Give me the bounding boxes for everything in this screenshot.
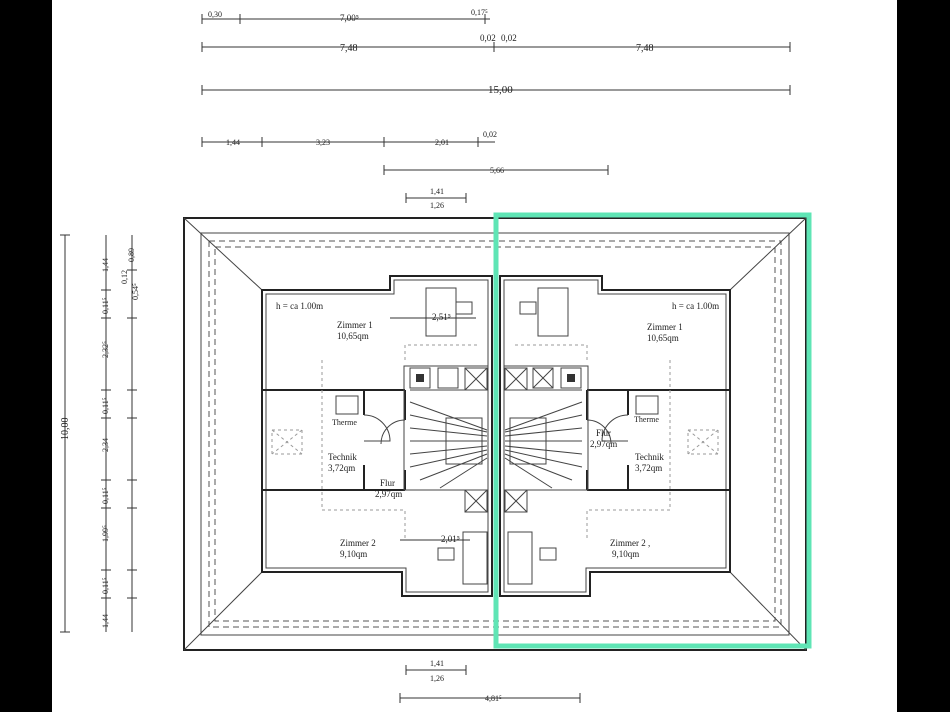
staircase xyxy=(403,365,589,513)
dim-top3: 15,00 xyxy=(488,84,513,96)
dim-left-f: 0,11⁵ xyxy=(101,487,110,504)
dim-top2-a: 7,48 xyxy=(340,43,358,54)
dim-top6-a: 1,41 xyxy=(430,187,444,196)
left-dimension-lines: 10,00 1,44 0,11⁵ 2,32⁵ 0,11⁵ 2,34 0,11⁵ … xyxy=(60,234,140,633)
room-therme-left: Therme xyxy=(332,418,357,427)
room-zimmer2-right-area: 9,10qm xyxy=(612,549,639,559)
dim-left2-a: 0,89 xyxy=(127,248,136,262)
dim-top4-c: 2,01 xyxy=(435,138,449,147)
dim-left-a: 1,44 xyxy=(101,258,110,272)
dim-left-b: 0,11⁵ xyxy=(101,297,110,314)
dim-left2-b: 0,12 xyxy=(120,270,129,284)
dim-left-e: 2,34 xyxy=(101,438,110,452)
dim-top4-a: 1,44 xyxy=(226,138,240,147)
room-technik-right-area: 3,72qm xyxy=(635,463,662,473)
top-dimension-lines: 0,30 7,00⁵ 0,17⁵ 7,48 0,02 0,02 7,48 15,… xyxy=(201,8,791,210)
room-flur-right-area: 2,97qm xyxy=(590,439,617,449)
dim-top6-b: 1,26 xyxy=(430,201,444,210)
room-zimmer1-right-area: 10,65qm xyxy=(647,333,679,343)
dim-left-g: 1,99⁵ xyxy=(101,525,110,542)
dim-top1-a: 0,30 xyxy=(208,10,222,19)
highlight-box xyxy=(493,212,812,649)
dim-left-c: 2,32⁵ xyxy=(101,341,110,358)
floor-walls xyxy=(261,270,731,600)
dim-top1-b: 7,00⁵ xyxy=(340,13,359,23)
dim-top2-b: 0,02 xyxy=(480,33,496,43)
dim-left-h: 0,11⁵ xyxy=(101,577,110,594)
room-labels-left: h = ca 1.00m Zimmer 1 10,65qm 2,51⁵ Ther… xyxy=(276,301,460,559)
dim-bottom-b: 1,26 xyxy=(430,674,444,683)
fixtures xyxy=(271,287,719,585)
room-flur-left-name: Flur xyxy=(380,478,395,488)
room-labels-right: h = ca 1.00m Zimmer 1 10,65qm Flur 2,97q… xyxy=(590,301,719,559)
dim-top4-d: 0,02 xyxy=(483,130,497,139)
room-flur-left-area: 2,97qm xyxy=(375,489,402,499)
dim-bottom-c: 4,81⁵ xyxy=(485,694,502,703)
dim-top5: 5,66 xyxy=(490,166,504,175)
room-zimmer1-left-name: Zimmer 1 xyxy=(337,320,373,330)
dim-left-d: 0,11⁵ xyxy=(101,397,110,414)
room-therme-right: Therme xyxy=(634,415,659,424)
dim-top1-c: 0,17⁵ xyxy=(471,8,488,17)
dim-stair-top: 2,51⁵ xyxy=(432,312,451,322)
dim-top4-b: 3,23 xyxy=(316,138,330,147)
room-technik-left-name: Technik xyxy=(328,452,357,462)
height-note-right: h = ca 1.00m xyxy=(672,301,719,311)
height-note-left: h = ca 1.00m xyxy=(276,301,323,311)
room-zimmer2-left-area: 9,10qm xyxy=(340,549,367,559)
dim-stair-bottom: 2,01⁵ xyxy=(441,534,460,544)
dim-top2-c: 0,02 xyxy=(501,33,517,43)
room-technik-left-area: 3,72qm xyxy=(328,463,355,473)
dim-bottom-a: 1,41 xyxy=(430,659,444,668)
dim-left-i: 1,44 xyxy=(101,614,110,628)
dashed-zones xyxy=(321,344,671,540)
dim-left2-c: 0,54⁵ xyxy=(131,283,140,300)
drawing-sheet xyxy=(52,0,897,712)
room-zimmer1-right-name: Zimmer 1 xyxy=(647,322,683,332)
dim-top2-d: 7,48 xyxy=(636,43,654,54)
room-zimmer2-right-name: Zimmer 2 , xyxy=(610,538,650,548)
room-flur-right-name: Flur xyxy=(596,428,611,438)
room-zimmer1-left-area: 10,65qm xyxy=(337,331,369,341)
bottom-dimension-lines: 1,41 1,26 4,81⁵ xyxy=(399,659,581,703)
dim-left-total: 10,00 xyxy=(60,418,71,441)
room-technik-right-name: Technik xyxy=(635,452,664,462)
room-zimmer2-left-name: Zimmer 2 xyxy=(340,538,376,548)
